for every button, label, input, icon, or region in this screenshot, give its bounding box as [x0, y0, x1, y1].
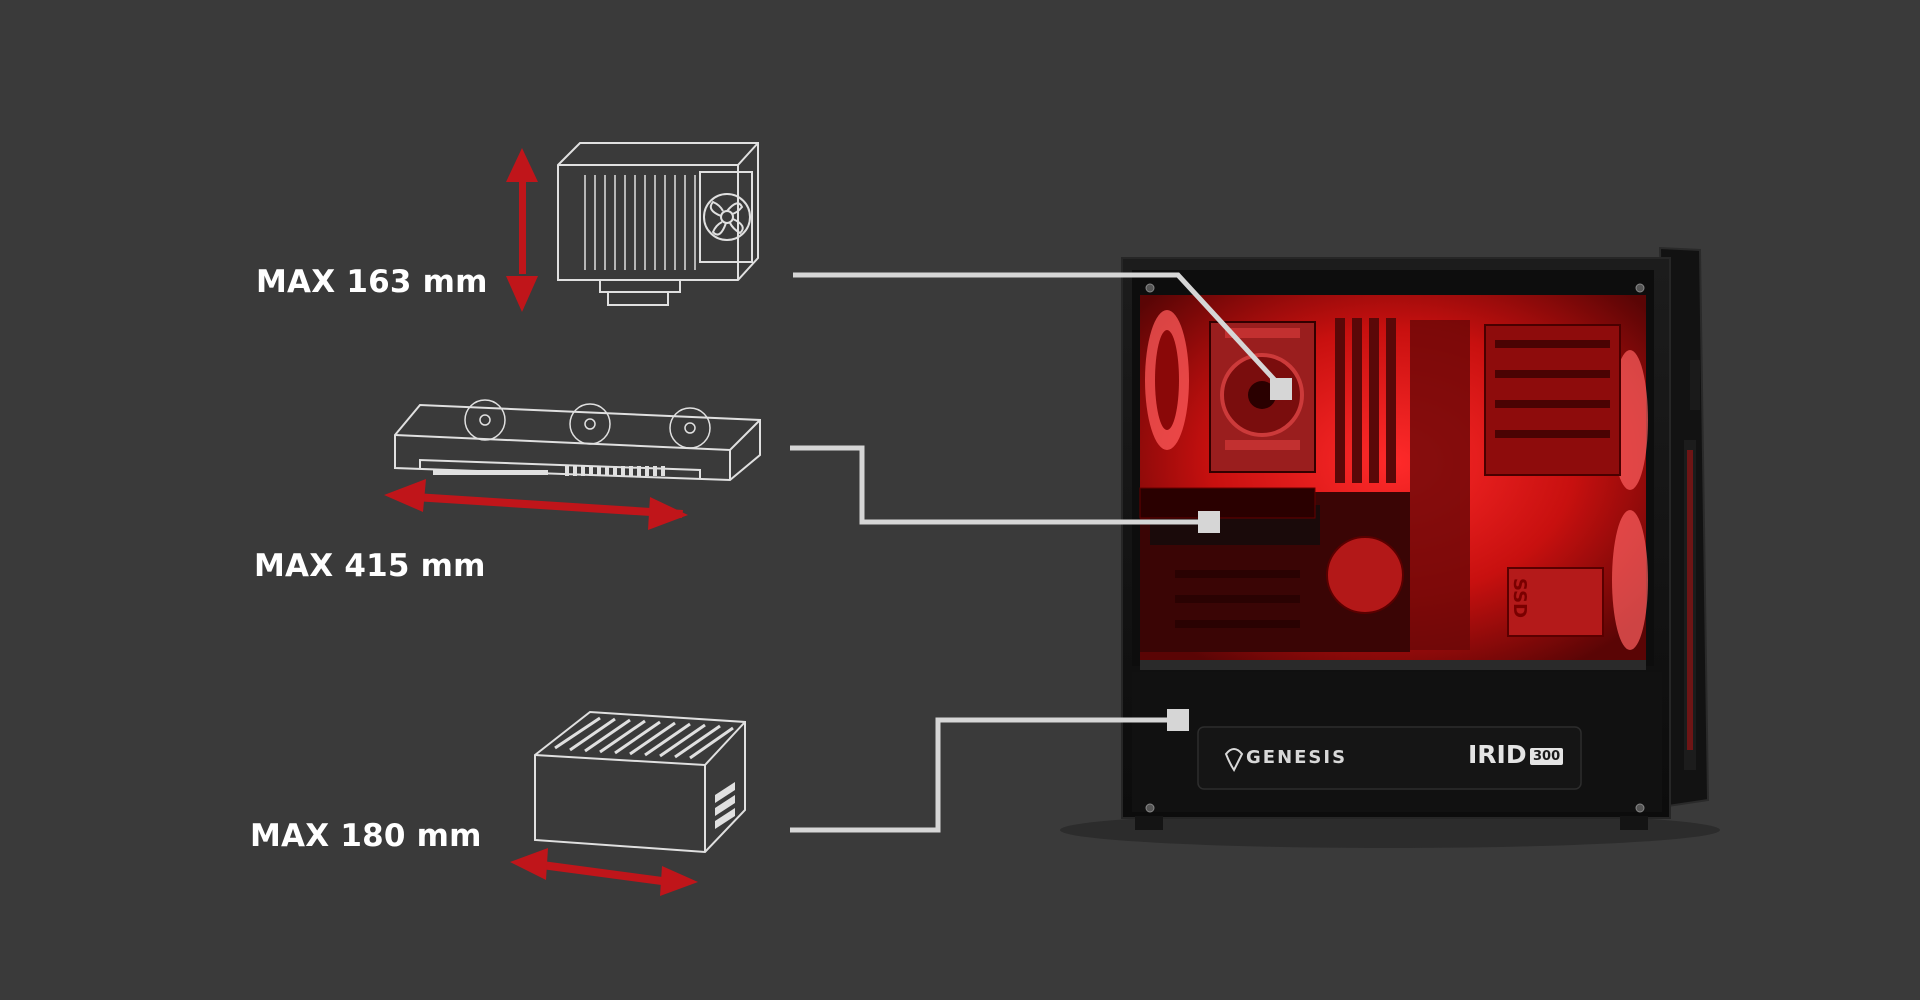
model-name: IRID [1468, 740, 1527, 769]
power-supply-icon [534, 710, 746, 854]
cooler-height-label: MAX 163 mm [256, 264, 488, 300]
depth-arrow [510, 848, 698, 896]
callout-markers [1167, 378, 1292, 731]
ssd-label: SSD [1509, 578, 1530, 619]
callout-lines [790, 272, 1284, 833]
length-arrow [384, 479, 688, 530]
pc-case-illustration [1060, 246, 1720, 848]
psu-length-label: MAX 180 mm [250, 818, 482, 854]
gpu-length-label: MAX 415 mm [254, 548, 486, 584]
brand-name: GENESIS [1246, 747, 1348, 768]
model-number-badge: 300 [1530, 748, 1564, 765]
graphics-card-icon [394, 399, 761, 482]
cpu-cooler-icon [557, 142, 759, 306]
height-arrow [506, 148, 538, 312]
